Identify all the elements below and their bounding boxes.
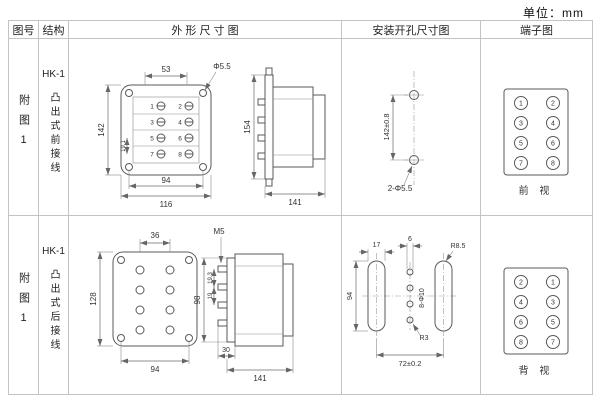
- terminal-6: 6: [178, 136, 182, 143]
- mounting-drawing-front-wiring: 142±0.8 2-Φ5.5: [382, 71, 424, 193]
- fig-number-2: 附图1: [17, 272, 30, 333]
- structure-cell-2: HK-1 凸出式后接线: [38, 215, 69, 395]
- label-small-holes: 8-Φ10: [419, 288, 426, 308]
- relay-side-view: [257, 67, 326, 187]
- dim-slot-width: 17: [373, 242, 381, 249]
- terminal-4: 4: [178, 120, 182, 127]
- mounting-cell-1: 142±0.8 2-Φ5.5: [341, 38, 481, 216]
- outline-cell-2: 36 128 94: [68, 215, 342, 395]
- terminal-8: 8: [178, 152, 182, 159]
- table-row-rear-wiring: 附图1 HK-1 凸出式后接线: [8, 215, 593, 395]
- dim-side-height: 154: [243, 120, 252, 134]
- dim-rear-bottom-width: 94: [151, 365, 160, 374]
- mounting-drawing-rear-wiring: 17 6 R8.5 94 8-Φ10 R3: [345, 236, 466, 368]
- terminal-circle-1: 1: [519, 101, 523, 108]
- dim-slot-height: 94: [345, 292, 354, 300]
- dim-body-height: 142: [97, 123, 106, 137]
- header-mounting: 安装开孔尺寸图: [341, 20, 481, 39]
- terminal-diagram-rear: 2 1 4 3 6 5 8 7 背 视: [503, 267, 569, 377]
- dim-rear-side-depth: 141: [253, 374, 267, 383]
- outline-drawing-front-wiring: 1 2 3 4 5 6 7 8 53 Φ5.5: [97, 62, 326, 209]
- header-structure: 结构: [38, 20, 69, 39]
- structure-desc-1: 凸出式前接线: [48, 92, 59, 176]
- dim-top-width: 53: [162, 65, 171, 74]
- structure-desc-2: 凸出式后接线: [48, 269, 59, 353]
- terminal-circle-3: 3: [519, 121, 523, 128]
- terminal-cell-1: 1 2 3 4 5 6 7 8 前 视: [480, 38, 593, 216]
- terminal-circle-5: 5: [519, 141, 523, 148]
- panel-drill-holes: [404, 71, 424, 185]
- terminal-circle-7: 8: [519, 340, 523, 347]
- dim-terminal-pitch: 19.1: [121, 140, 127, 152]
- dim-outer-width: 116: [160, 200, 173, 209]
- drawing-table: 图号 结构 外 形 尺 寸 图 安装开孔尺寸图 端子图 附图1 HK-1 凸出式…: [8, 20, 593, 395]
- dim-side-depth: 141: [288, 198, 302, 207]
- label-hole-radius: R3: [420, 335, 429, 342]
- terminal-box: 1 2 3 4 5 6 7 8: [503, 88, 569, 176]
- fig-number-1: 附图1: [17, 94, 30, 155]
- terminal-circle-1: 2: [519, 280, 523, 287]
- dim-inner-width: 94: [162, 176, 171, 185]
- table-header-row: 图号 结构 外 形 尺 寸 图 安装开孔尺寸图 端子图: [8, 20, 593, 39]
- terminal-circle-6: 5: [551, 320, 555, 327]
- mounting-cell-2: 17 6 R8.5 94 8-Φ10 R3: [341, 215, 481, 395]
- dim-stud-pitch-2: 19: [208, 292, 214, 299]
- dim-rear-side-height: 98: [193, 295, 202, 304]
- terminal-circle-5: 6: [519, 320, 523, 327]
- terminal-2: 2: [178, 104, 182, 111]
- terminal-circle-4: 4: [551, 121, 555, 128]
- structure-cell-1: HK-1 凸出式前接线: [38, 38, 69, 216]
- terminal-circle-4: 3: [551, 300, 555, 307]
- terminal-circle-2: 2: [551, 101, 555, 108]
- view-label-front: 前 视: [519, 184, 554, 197]
- header-terminal: 端子图: [480, 20, 593, 39]
- dim-slot-spacing: 72±0.2: [399, 359, 422, 368]
- dim-rear-top-width: 36: [151, 231, 160, 240]
- fig-cell-2: 附图1: [8, 215, 39, 395]
- fig-cell-1: 附图1: [8, 38, 39, 216]
- label-terminal-screw: M5: [213, 227, 225, 236]
- terminal-circle-3: 4: [519, 300, 523, 307]
- terminal-3: 3: [150, 120, 154, 127]
- label-hole-count: 2-Φ5.5: [388, 184, 413, 193]
- dim-hole-spacing: 142±0.8: [382, 113, 391, 140]
- terminal-box: 2 1 4 3 6 5 8 7: [503, 267, 569, 355]
- relay-front-view: 1 2 3 4 5 6 7 8: [120, 84, 212, 176]
- dim-corner-hole: Φ5.5: [213, 62, 231, 71]
- dim-stud-pitch-1: 19.3: [208, 272, 214, 284]
- terminal-circle-8: 7: [551, 340, 555, 347]
- terminal-5: 5: [150, 136, 154, 143]
- terminal-circle-8: 8: [551, 161, 555, 168]
- dim-stud-depth: 30: [222, 347, 230, 354]
- table-row-front-wiring: 附图1 HK-1 凸出式前接线: [8, 38, 593, 216]
- panel-cutout-slots: [362, 253, 458, 339]
- terminal-circle-6: 6: [551, 141, 555, 148]
- terminal-circle-2: 1: [551, 280, 555, 287]
- relay-side-view-rear: [217, 253, 294, 347]
- relay-rear-view: [112, 251, 198, 347]
- terminal-cell-2: 2 1 4 3 6 5 8 7 背 视: [480, 215, 593, 395]
- dim-hole-offset: 6: [408, 236, 412, 243]
- model-label-1: HK-1: [42, 69, 65, 80]
- terminal-circle-7: 7: [519, 161, 523, 168]
- unit-label: 单位：mm: [523, 6, 584, 20]
- outline-cell-1: 1 2 3 4 5 6 7 8 53 Φ5.5: [68, 38, 342, 216]
- outline-drawing-rear-wiring: 36 128 94: [89, 227, 294, 383]
- label-slot-radius-top: R8.5: [451, 243, 466, 250]
- view-label-rear: 背 视: [519, 364, 554, 377]
- terminal-1: 1: [150, 104, 154, 111]
- dim-rear-height: 128: [89, 292, 98, 306]
- header-fig-no: 图号: [8, 20, 39, 39]
- model-label-2: HK-1: [42, 246, 65, 257]
- terminal-7: 7: [150, 152, 154, 159]
- header-outline: 外 形 尺 寸 图: [68, 20, 342, 39]
- terminal-diagram-front: 1 2 3 4 5 6 7 8 前 视: [503, 88, 569, 197]
